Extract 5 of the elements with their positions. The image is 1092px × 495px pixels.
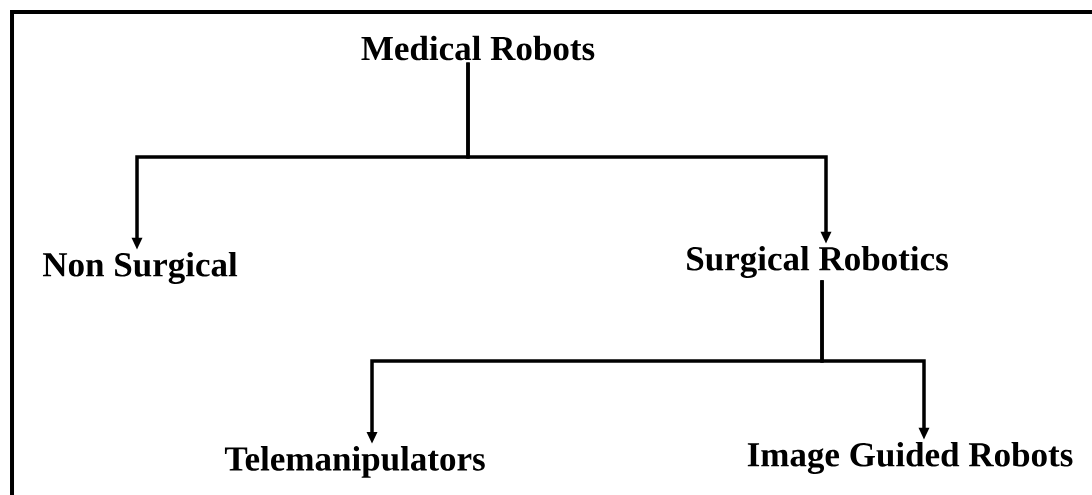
node-label: Image Guided Robots bbox=[747, 442, 1073, 474]
node-label: Surgical Robotics bbox=[687, 246, 948, 278]
node-label: Telemanipulators bbox=[224, 446, 485, 478]
node-label: Non Surgical bbox=[42, 252, 238, 284]
node-label: Medical Robots bbox=[361, 35, 595, 61]
